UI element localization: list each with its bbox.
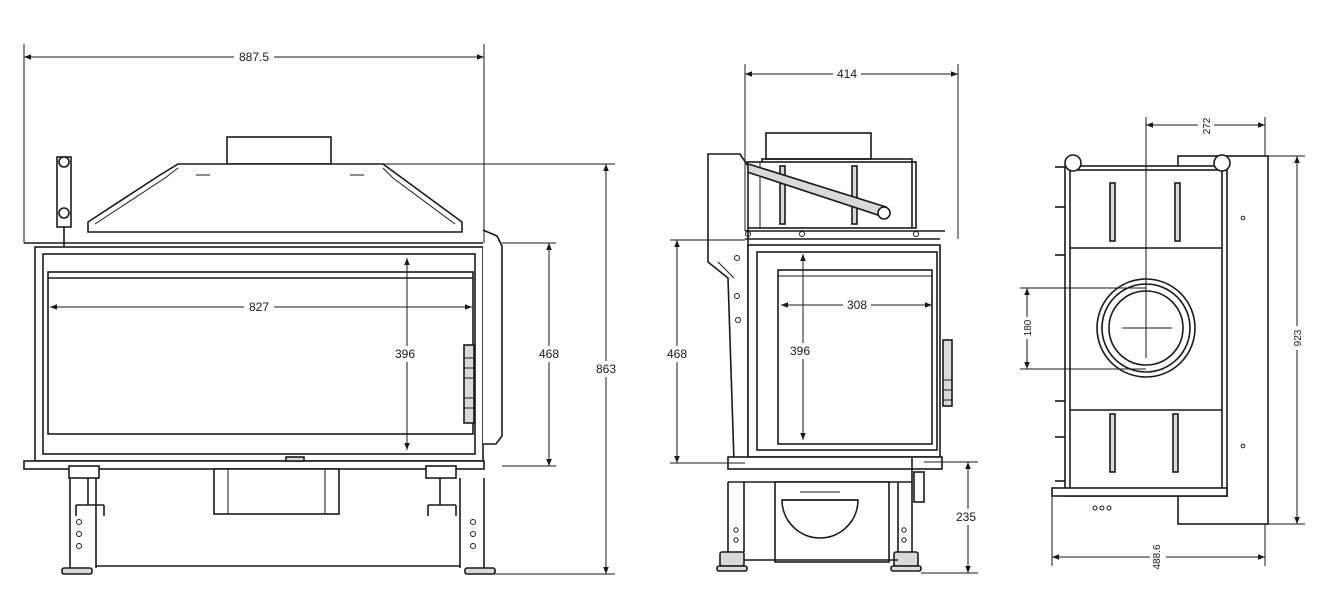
top-width-label: 488.6 [1152, 544, 1163, 569]
side-depth-label: 414 [837, 67, 857, 81]
front-ash-box [213, 468, 340, 515]
front-hinge [482, 229, 503, 445]
top-flue-offset-label: 272 [1202, 117, 1213, 134]
front-hood [87, 163, 463, 233]
side-bracket [707, 153, 749, 463]
top-overall-depth-label: 923 [1293, 329, 1304, 346]
side-air-inlet [781, 499, 859, 539]
side-door-height-label: 468 [667, 347, 687, 361]
side-glass-width-label: 308 [847, 298, 867, 312]
front-glass-height-label: 396 [395, 347, 415, 361]
front-door-handle [463, 344, 475, 424]
front-width-label: 887.5 [239, 50, 269, 64]
side-view: 414 308 396 468 235 [663, 64, 982, 574]
front-overall-height-label: 863 [596, 362, 616, 376]
top-view: 272 180 923 488.6 [1020, 116, 1306, 573]
side-door-handle [942, 339, 953, 407]
front-right-leg [425, 465, 496, 575]
top-flue-diameter-label: 180 [1023, 319, 1034, 336]
front-view: 887.5 827 396 468 863 [23, 44, 620, 575]
front-flue-collar [226, 136, 332, 165]
side-flue-collar [765, 132, 872, 160]
side-base-height-label: 235 [956, 510, 976, 524]
side-glass [777, 269, 933, 445]
side-glass-height-label: 396 [790, 344, 810, 358]
side-body [747, 244, 941, 458]
front-glass-width-label: 827 [249, 300, 269, 314]
front-left-leg [61, 465, 105, 575]
front-door-height-label: 468 [539, 347, 559, 361]
